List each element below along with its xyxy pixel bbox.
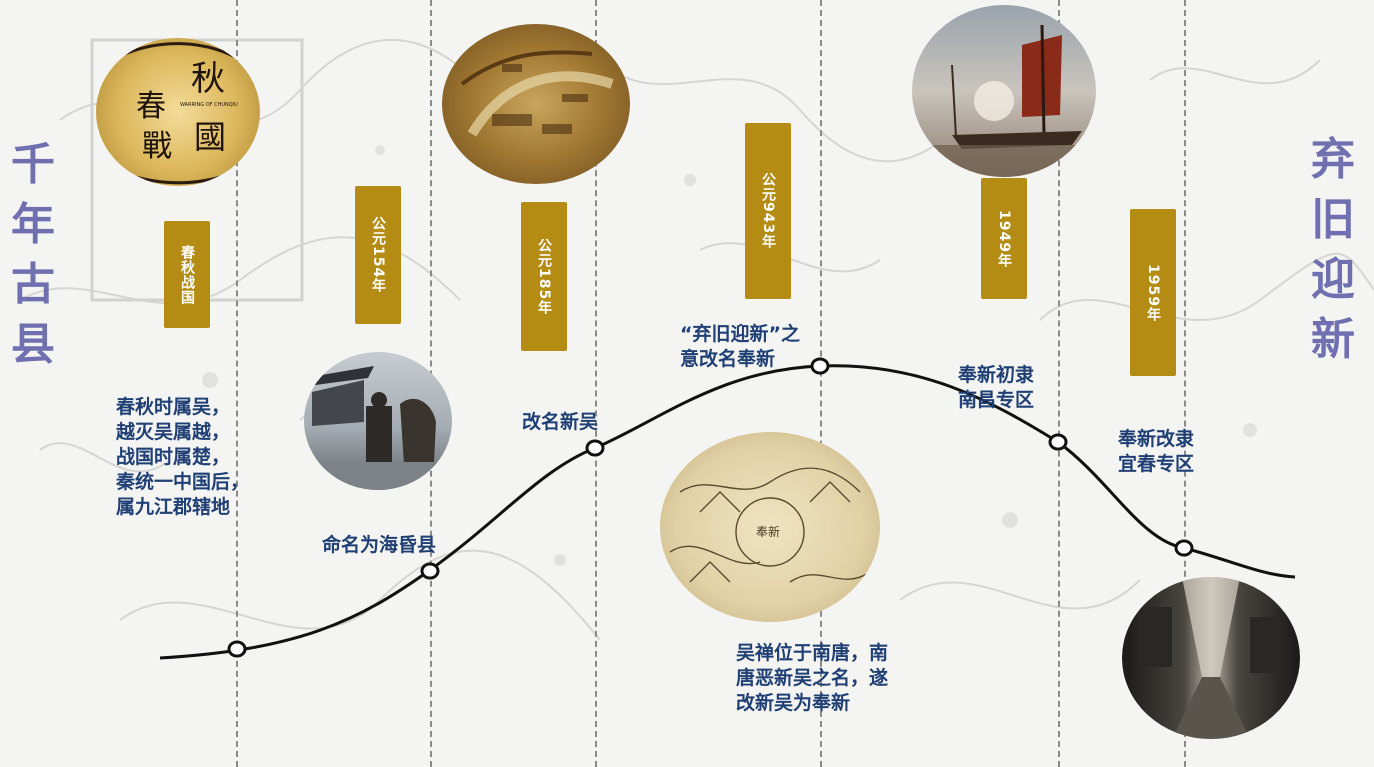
right-title-char: 新 [1311, 314, 1355, 365]
timeline-node [585, 439, 605, 457]
emblem-small-text: WARRING OF CHUNQIU [180, 102, 238, 108]
left-title: 千 年 古 县 [8, 135, 58, 375]
emblem-char-left: 春 [136, 89, 166, 124]
event-text: 奉新初隶 南昌专区 [958, 364, 1035, 411]
emblem-char-bottom: 戰 [142, 129, 172, 164]
event-text: 春秋时属吴， 越灭吴属越， 战国时属楚， 秦统一中国后， 属九江郡辖地 [116, 396, 250, 518]
painting-image [442, 24, 630, 184]
timeline-node [1048, 433, 1068, 451]
event-text: 吴禅位于南唐，南 唐恶新吴之名，遂 改新吴为奉新 [736, 642, 889, 714]
ships-image [912, 5, 1096, 177]
right-title-char: 迎 [1311, 254, 1355, 305]
timeline-node [227, 640, 247, 658]
left-title-char: 县 [11, 319, 55, 370]
left-title-char: 古 [11, 259, 55, 310]
guide-line [1184, 0, 1186, 767]
guide-line [1058, 0, 1060, 767]
emblem-char-right: 國 [194, 118, 226, 156]
right-title: 弃 旧 迎 新 [1308, 130, 1358, 370]
left-title-char: 年 [11, 199, 55, 250]
timeline-node [420, 562, 440, 580]
date-tag: 春秋战国 [164, 221, 210, 328]
date-tag: 公元943年 [745, 123, 791, 299]
event-text: 奉新改隶 宜春专区 [1118, 428, 1195, 475]
right-title-char: 旧 [1311, 194, 1355, 245]
timeline-node [1174, 539, 1194, 557]
right-title-char: 弃 [1311, 134, 1355, 185]
left-title-char: 千 [11, 139, 55, 190]
event-text: 改名新吴 [522, 411, 599, 433]
emblem-char-top: 秋 [191, 59, 225, 99]
guide-line [820, 0, 822, 767]
map-label: 奉新 [756, 524, 780, 539]
ancient-map-image: 奉新 [660, 432, 880, 622]
timeline-node [810, 357, 830, 375]
date-tag: 1949年 [981, 178, 1027, 299]
emblem-image: 秋 春 國 戰 WARRING OF CHUNQIU [96, 38, 260, 186]
event-text: “弃旧迎新”之 意改名奉新 [680, 323, 800, 370]
alley-image [1122, 577, 1300, 739]
date-tag: 1959年 [1130, 209, 1176, 376]
guide-line [595, 0, 597, 767]
date-tag: 公元185年 [521, 202, 567, 351]
warrior-image [304, 352, 452, 490]
event-text: 命名为海昏县 [322, 534, 437, 556]
date-tag: 公元154年 [355, 186, 401, 324]
guide-line [236, 0, 238, 767]
